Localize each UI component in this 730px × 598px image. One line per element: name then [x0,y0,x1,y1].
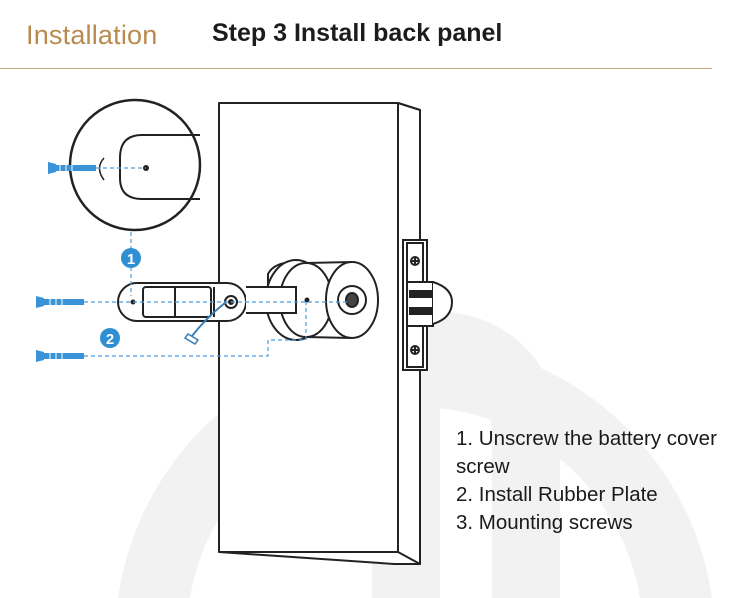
latch-plate [402,239,454,371]
callout-2: 2 [100,328,120,348]
svg-text:1: 1 [127,251,135,268]
step-title: Step 3 Install back panel [212,19,503,47]
screw-battery-cover [48,162,96,174]
instruction-list: 1. Unscrew the battery cover screw 2. In… [456,425,718,537]
instruction-step-2: 2. Install Rubber Plate [456,483,658,506]
svg-text:2: 2 [106,331,114,348]
door-knob [265,259,379,341]
section-title: Installation [26,20,158,50]
screw-mounting-top [36,296,84,308]
header-divider [0,68,712,69]
cable [191,301,227,337]
callout-1: 1 [121,248,141,268]
screw-mounting-bottom [36,350,84,362]
instruction-step-3: 3. Mounting screws [456,511,633,534]
instruction-step-1: 1. Unscrew the battery cover screw [456,427,717,478]
cable-end [183,333,200,345]
door [218,102,421,565]
